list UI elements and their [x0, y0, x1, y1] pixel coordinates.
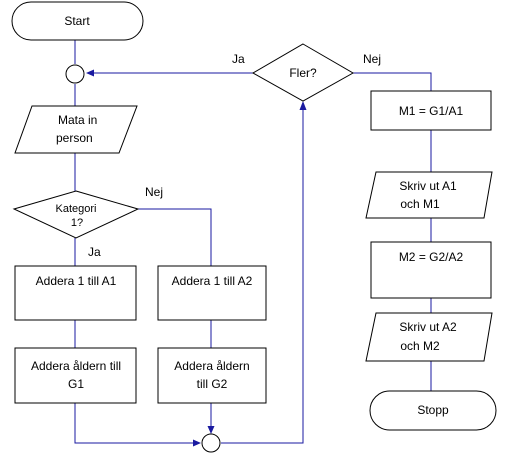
node-print-a1-m1: Skriv ut A1 och M1 — [365, 171, 493, 219]
edge-label-more-no: Nej — [363, 52, 381, 66]
node-print-a1-m1-line2: och M1 — [400, 197, 440, 211]
node-stop: Stopp — [369, 390, 497, 431]
node-decision-more-label: Fler? — [289, 66, 317, 80]
edge-label-category-no: Nej — [145, 185, 163, 199]
edges — [74, 40, 432, 447]
edge-more-no-to-m1 — [353, 72, 432, 91]
node-decision-category-line1: Kategori — [56, 203, 97, 215]
arrowhead — [299, 101, 307, 110]
node-input-person-line2: person — [56, 131, 93, 145]
node-stop-label: Stopp — [417, 403, 449, 417]
arrowhead — [193, 439, 201, 447]
edge-label-category-yes: Ja — [88, 245, 101, 259]
node-calc-m2-label: M2 = G2/A2 — [399, 250, 464, 264]
node-start: Start — [11, 1, 144, 41]
node-calc-m1: M1 = G1/A1 — [370, 90, 492, 131]
node-input-person-line1: Mata in — [58, 113, 97, 127]
node-add-age-g2: Addera åldern till G2 — [157, 347, 267, 404]
node-print-a1-m1-line1: Skriv ut A1 — [399, 179, 457, 193]
edge-junction-to-more — [221, 110, 304, 444]
node-add-a1-label: Addera 1 till A1 — [36, 274, 117, 288]
edge-age-g1-to-junction — [74, 403, 195, 444]
node-add-a1: Addera 1 till A1 — [14, 265, 137, 321]
node-print-a2-m2-line2: och M2 — [400, 339, 440, 353]
arrowhead — [86, 69, 94, 77]
node-print-a2-m2-line1: Skriv ut A2 — [399, 320, 457, 334]
junction-bottom — [201, 433, 221, 453]
node-add-age-g2-line1: Addera åldern — [174, 359, 249, 373]
node-add-age-g2-line2: till G2 — [197, 377, 228, 391]
node-print-a2-m2: Skriv ut A2 och M2 — [365, 312, 493, 362]
node-decision-category: Kategori 1? — [12, 190, 140, 239]
node-decision-category-line2: 1? — [71, 217, 83, 229]
node-decision-more: Fler? — [251, 43, 355, 102]
node-calc-m1-label: M1 = G1/A1 — [399, 104, 464, 118]
node-add-a2-label: Addera 1 till A2 — [172, 274, 253, 288]
node-add-age-g1-line1: Addera åldern till — [31, 359, 121, 373]
node-input-person: Mata in person — [14, 105, 138, 154]
node-add-a2: Addera 1 till A2 — [157, 265, 267, 321]
node-add-age-g1-line2: G1 — [68, 377, 84, 391]
node-add-age-g1: Addera åldern till G1 — [14, 347, 137, 404]
node-start-label: Start — [64, 14, 90, 28]
node-calc-m2: M2 = G2/A2 — [370, 241, 492, 299]
arrowhead — [207, 426, 215, 434]
edge-label-more-yes: Ja — [232, 52, 245, 66]
junction-top — [65, 64, 85, 84]
edge-category-no-to-add-a2 — [138, 208, 212, 266]
